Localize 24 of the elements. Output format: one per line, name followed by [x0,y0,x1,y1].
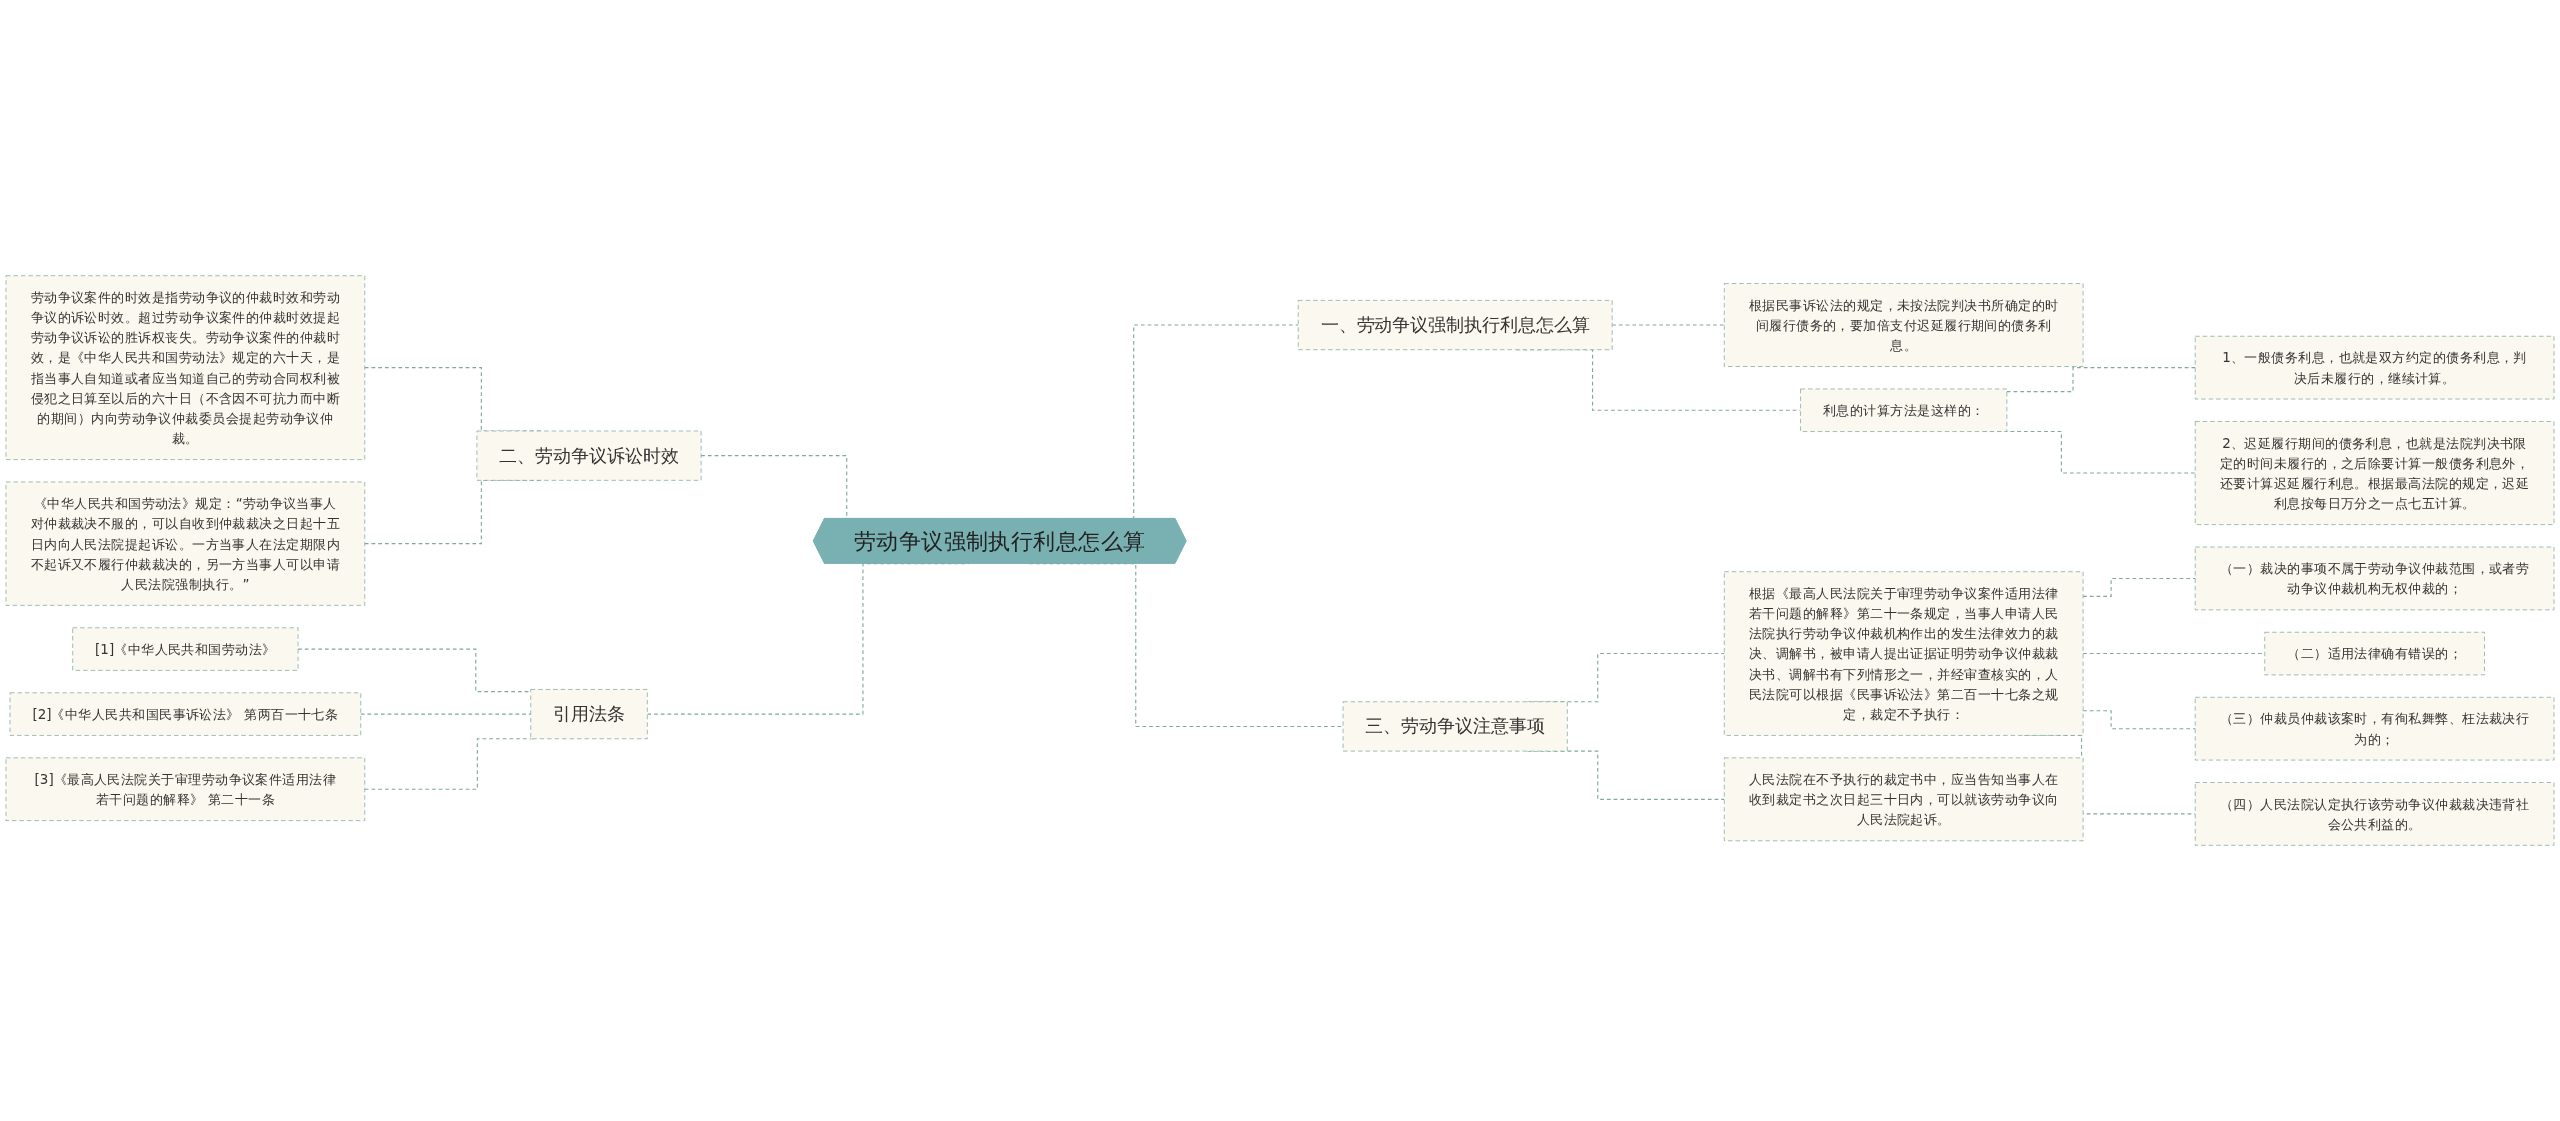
node-box: 根据民事诉讼法的规定，未按法院判决书所确定的时间履行债务的，要加倍支付迟延履行期间的债务利息。 [1723,283,2084,367]
node-box: 利息的计算方法是这样的： [1800,388,2008,432]
node-box: 一、劳动争议强制执行利息怎么算 [1297,300,1613,351]
node-box: （一）裁决的事项不属于劳动争议仲裁范围，或者劳动争议仲裁机构无权仲裁的； [2194,546,2555,611]
node-box: 劳动争议案件的时效是指劳动争议的仲裁时效和劳动争议的诉讼时效。超过劳动争议案件的仲裁时效提起劳动争议诉讼的胜诉权丧失。劳动争议案件的仲裁时效，是《中华人民共和国劳动法》规定的六十天，是指当事人自知道或者应当知道自己的劳动合同权利被侵犯之日算至以后的六十日（不含因不可抗力而中断的期间）内向劳动争议仲裁委员会提起劳动争议仲裁。 [5,275,366,460]
connector [297,648,532,693]
node-box: 引用法条 [530,689,648,740]
connector [2006,367,2196,393]
node-box: 根据《最高人民法院关于审理劳动争议案件适用法律若干问题的解释》第二十一条规定，当事人申请人民法院执行劳动争议仲裁机构作出的发生法律效力的裁决、调解书，被申请人提出证据证明劳动争议仲裁裁决书、调解书有下列情形之一，并经审查核实的，人民法院可以根据《民事诉讼法》第二百一十七条之规定，裁定不予执行： [1723,571,2084,736]
node-box: （四）人民法院认定执行该劳动争议仲裁裁决违背社会公共利益的。 [2194,782,2555,846]
node-box: 三、劳动争议注意事项 [1342,701,1568,752]
node-box: 《中华人民共和国劳动法》规定：“劳动争议当事人对仲裁裁决不服的，可以自收到仲裁裁决之日起十五日内向人民法院提起诉讼。一方当事人在法定期限内不起诉又不履行仲裁裁决的，另一方当事人可以申请人民法院强制执行。” [5,481,366,606]
node-box: [3]《最高人民法院关于审理劳动争议案件适用法律若干问题的解释》 第二十一条 [5,757,366,821]
connector [2082,577,2196,597]
node-box: 2、迟延履行期间的债务利息，也就是法院判决书限定的时间未履行的，之后除要计算一般债务利息外，还要计算迟延履行利息。根据最高法院的规定，迟延利息按每日万分之一点七五计算。 [2194,421,2555,525]
connector [2082,710,2196,730]
node-box: 二、劳动争议诉讼时效 [476,430,702,481]
node-box: （三）仲裁员仲裁该案时，有徇私舞弊、枉法裁决行为的； [2194,696,2555,761]
node-box: （二）适用法律确有错误的； [2264,631,2485,676]
node-box: [2]《中华人民共和国民事诉讼法》 第两百一十七条 [9,692,362,736]
node-box: 1、一般债务利息，也就是双方约定的债务利息，判决后未履行的，继续计算。 [2194,335,2555,400]
node-box: [1]《中华人民共和国劳动法》 [72,627,299,671]
connector [1611,324,1725,326]
node-box: 人民法院在不予执行的裁定书中，应当告知当事人在收到裁定书之次日起三十日内，可以就该劳动争议向人民法院起诉。 [1723,757,2084,842]
